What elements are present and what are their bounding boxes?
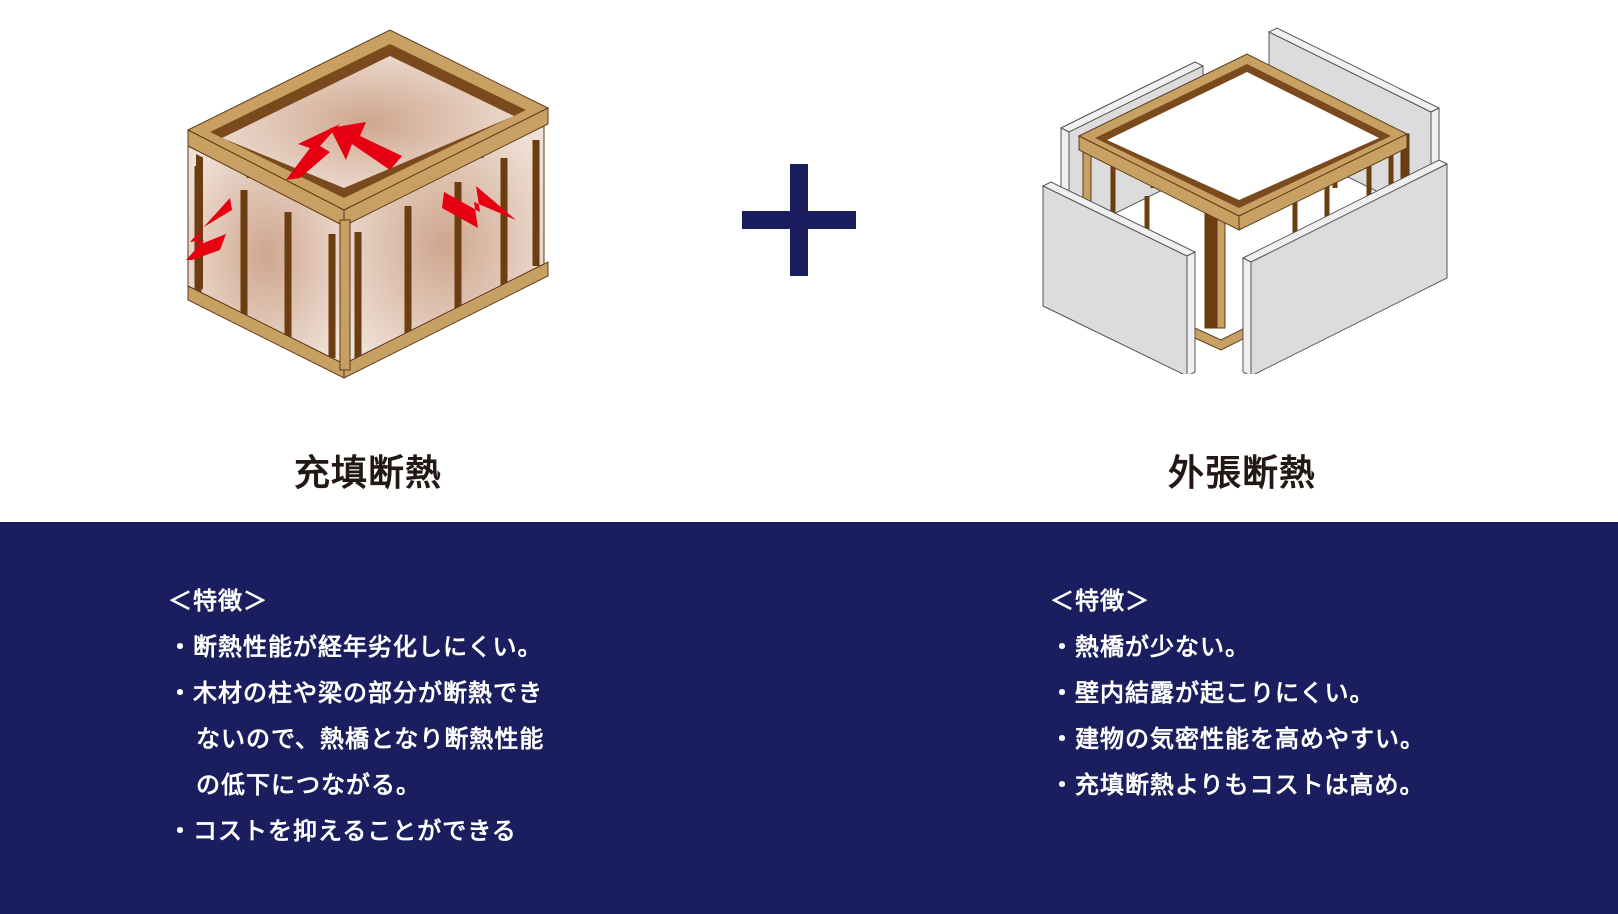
plus-vertical-bar	[790, 164, 808, 276]
feature-item: ・コストを抑えることができる	[168, 817, 517, 845]
features-list-filled-insulation: ＜特徴＞ ・断熱性能が経年劣化しにくい。 ・木材の柱や梁の部分が断熱でき ないの…	[168, 578, 544, 854]
plus-icon	[742, 164, 856, 276]
feature-item: ・熱橋が少ない。	[1050, 633, 1250, 661]
heading-external-insulation: 外張断熱	[1168, 453, 1317, 494]
feature-item: ・木材の柱や梁の部分が断熱でき	[168, 679, 543, 707]
feature-item: ・壁内結露が起こりにくい。	[1050, 679, 1375, 707]
heading-filled-insulation: 充填断熱	[294, 453, 443, 494]
features-panel	[0, 522, 1618, 914]
feature-item-continuation: の低下につながる。	[196, 771, 421, 799]
features-list-external-insulation: ＜特徴＞ ・熱橋が少ない。 ・壁内結露が起こりにくい。 ・建物の気密性能を高めや…	[1050, 578, 1425, 808]
wood-frame-with-heat-arrows-icon	[186, 29, 550, 379]
features-title: ＜特徴＞	[168, 587, 268, 615]
feature-item-continuation: ないので、熱橋となり断熱性能	[196, 725, 545, 753]
external-insulation-illustration	[1035, 18, 1465, 377]
filled-insulation-illustration	[180, 28, 580, 384]
feature-item: ・断熱性能が経年劣化しにくい。	[168, 633, 543, 661]
feature-item: ・充填断熱よりもコストは高め。	[1050, 771, 1425, 799]
features-title: ＜特徴＞	[1050, 587, 1150, 615]
feature-item: ・建物の気密性能を高めやすい。	[1050, 725, 1425, 753]
wood-frame-with-insulation-boards-icon	[1041, 27, 1449, 377]
